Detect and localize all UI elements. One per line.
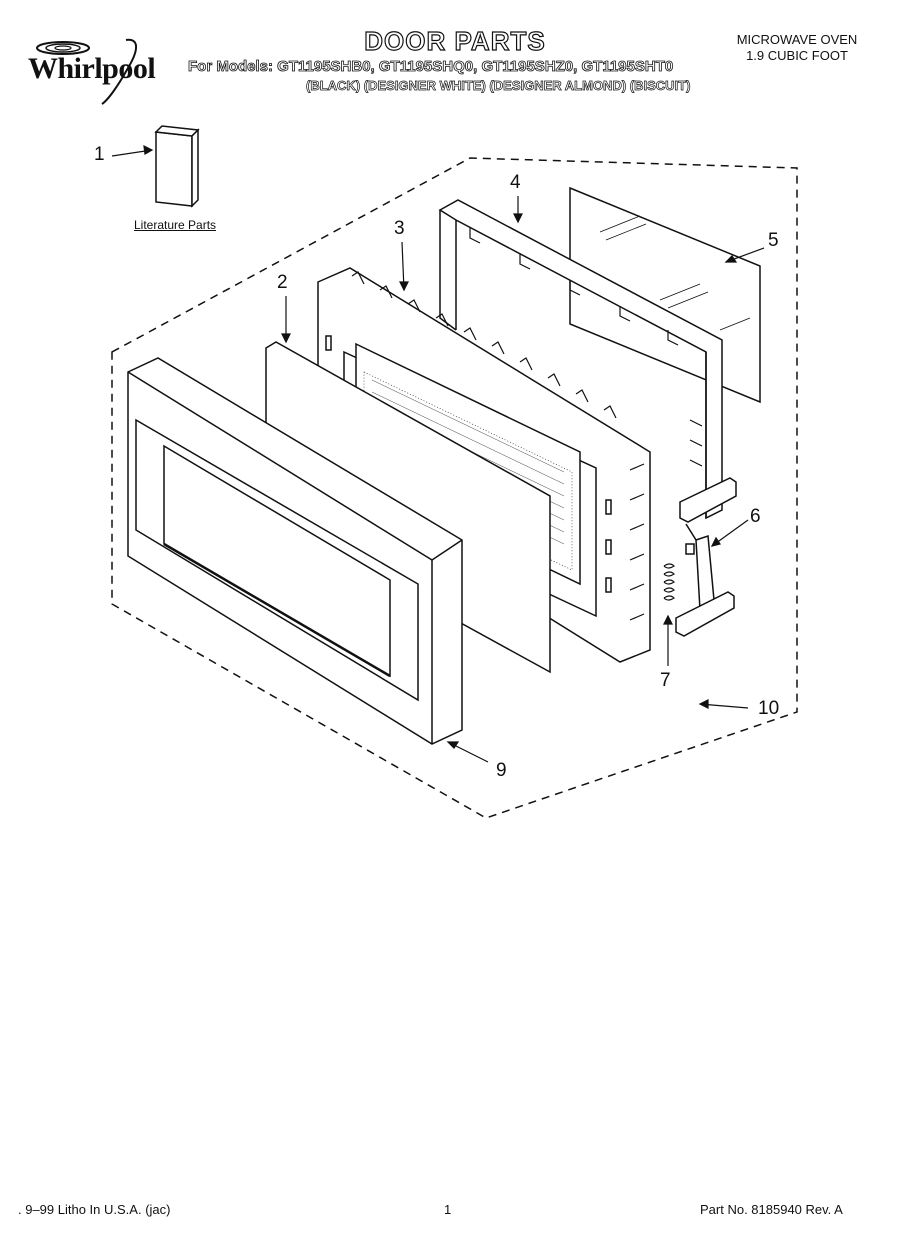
- callout-9: 9: [496, 760, 507, 781]
- part-9-door-front: [127, 357, 463, 745]
- whirlpool-logo: Whirlpool: [18, 38, 178, 108]
- product-line-1: MICROWAVE OVEN: [736, 32, 858, 47]
- leader-lines: [111, 144, 765, 763]
- whirlpool-logo-icon: [36, 38, 137, 105]
- callout-7: 7: [660, 670, 671, 691]
- part-1-literature: [154, 125, 200, 208]
- footer-print-info: . 9–99 Litho In U.S.A. (jac): [18, 1202, 171, 1217]
- footer-page-number: 1: [444, 1202, 452, 1217]
- literature-parts-label: Literature Parts: [134, 218, 217, 232]
- product-line-2: 1.9 CUBIC FOOT: [746, 48, 848, 63]
- assembly-boundary-dashed: [111, 157, 798, 819]
- part-4-door-frame: [438, 199, 723, 520]
- part-7-spring: [663, 563, 675, 601]
- brand-name: Whirlpool: [28, 52, 156, 85]
- callout-10: 10: [758, 698, 780, 719]
- product-description: MICROWAVE OVEN 1.9 CUBIC FOOT: [712, 32, 882, 64]
- callout-4: 4: [510, 172, 521, 193]
- callout-5: 5: [768, 230, 779, 251]
- callout-6: 6: [750, 506, 761, 527]
- callout-1: 1: [94, 144, 105, 165]
- model-list: For Models: GT1195SHB0, GT1195SHQ0, GT11…: [188, 58, 674, 76]
- callout-2: 2: [277, 272, 288, 293]
- callout-3: 3: [394, 218, 405, 239]
- part-6-latch: [675, 477, 737, 637]
- footer-part-number: Part No. 8185940 Rev. A: [700, 1202, 843, 1217]
- page-title: DOOR PARTS: [364, 25, 546, 56]
- color-list: (BLACK) (DESIGNER WHITE) (DESIGNER ALMON…: [306, 78, 691, 94]
